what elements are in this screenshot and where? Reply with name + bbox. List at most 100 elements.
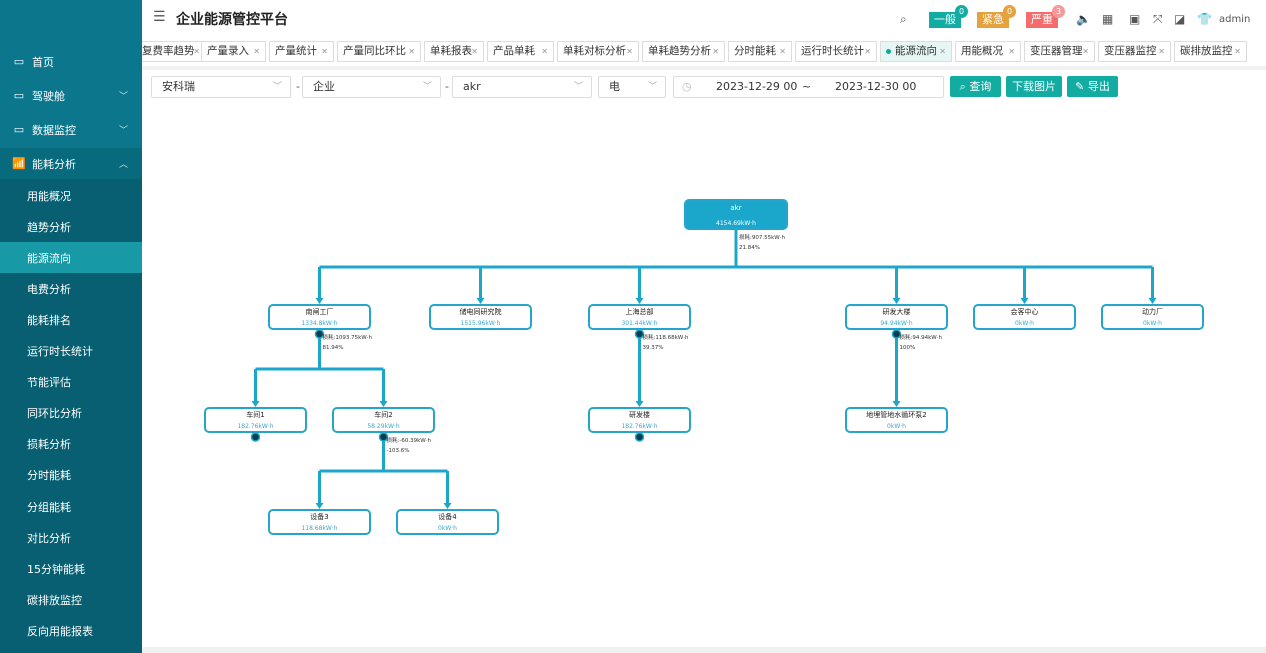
close-icon[interactable]: ✕ [939,47,946,56]
expand-dot[interactable] [634,329,645,339]
submenu-item[interactable]: 趋势分析 [0,211,142,243]
submenu-item[interactable]: 对比分析 [0,522,142,554]
close-icon[interactable]: ✕ [193,47,200,56]
menu-data-monitor[interactable]: ▭数据监控﹀ [0,114,142,145]
submenu-item[interactable]: 运行时长统计 [0,335,142,367]
tab[interactable]: 分时能耗✕ [728,41,792,62]
close-icon[interactable]: ✕ [471,47,478,56]
close-icon[interactable]: ✕ [626,47,633,56]
screen-icon[interactable]: ▣ [1129,12,1141,26]
close-icon[interactable]: ✕ [779,47,786,56]
expand-dot[interactable] [634,432,645,442]
end-date[interactable]: 2023-12-30 00 [835,80,917,93]
download-image-button[interactable]: 下载图片 [1006,76,1062,97]
user-name[interactable]: admin [1219,14,1251,25]
search-icon[interactable]: ⌕ [900,12,907,26]
energy-select[interactable]: 电﹀ [598,76,666,98]
button-label: 查询 [969,80,992,93]
close-icon[interactable]: ✕ [1158,47,1165,56]
tab[interactable]: 产品单耗✕ [487,41,554,62]
submenu-item[interactable]: 反向用能报表 [0,615,142,647]
menu-toggle-icon[interactable]: ☰ [153,9,166,25]
qrcode-icon[interactable]: ▦ [1102,12,1114,26]
fullscreen-icon[interactable]: ⤧ [1153,12,1163,26]
submenu-item[interactable]: 能耗排名 [0,304,142,336]
tab[interactable]: 用能概况✕ [955,41,1021,62]
expand-dot[interactable] [891,329,902,339]
separator: - [296,80,300,93]
submenu-item[interactable]: 15分钟能耗 [0,553,142,585]
tab[interactable]: 复费率趋势✕ [142,41,206,62]
submenu-item[interactable]: 碳排放监控 [0,584,142,616]
object-select[interactable]: akr﹀ [452,76,592,98]
tab[interactable]: 变压器监控✕ [1098,41,1171,62]
submenu-item[interactable]: 节能评估 [0,366,142,398]
arrow-head [635,298,644,304]
close-icon[interactable]: ✕ [253,47,260,56]
type-select[interactable]: 企业﹀ [302,76,441,98]
tab[interactable]: 产量统计✕ [269,41,334,62]
start-date[interactable]: 2023-12-29 00 [716,80,798,93]
menu-cockpit[interactable]: ▭驾驶舱﹀ [0,80,142,111]
close-icon[interactable]: ✕ [712,47,719,56]
node-value: 0kW·h [887,423,906,430]
expand-dot[interactable] [378,432,389,442]
close-icon[interactable]: ✕ [541,47,548,56]
tab[interactable]: 变压器管理✕ [1024,41,1095,62]
tab[interactable]: 产量同比环比✕ [337,41,421,62]
tab[interactable]: 单耗趋势分析✕ [642,41,725,62]
menu-home[interactable]: ▭首页 [0,46,142,77]
close-icon[interactable]: ✕ [864,47,871,56]
submenu-item[interactable]: 同环比分析 [0,397,142,429]
close-icon[interactable]: ✕ [321,47,328,56]
tab[interactable]: 能源流向✕ [880,41,952,62]
translate-icon[interactable]: ◪ [1174,12,1186,26]
query-button[interactable]: ⌕ 查询 [950,76,1001,97]
export-button[interactable]: ✎ 导出 [1067,76,1118,97]
expand-dot[interactable] [314,329,325,339]
button-label: 导出 [1087,80,1110,93]
separator: - [445,80,449,93]
close-icon[interactable]: ✕ [1008,47,1015,56]
tab-label: 碳排放监控 [1180,45,1233,57]
node-value: 118.68kW·h [301,525,338,532]
close-icon[interactable]: ✕ [408,47,415,56]
close-icon[interactable]: ✕ [1082,47,1089,56]
tab[interactable]: 运行时长统计✕ [795,41,877,62]
close-icon[interactable]: ✕ [1234,47,1241,56]
tab[interactable]: 单耗报表✕ [424,41,484,62]
mute-icon[interactable]: 🔈 [1076,12,1091,26]
theme-shirt-icon[interactable]: 👕 [1197,12,1212,26]
tab[interactable]: 产量录入✕ [201,41,266,62]
tab[interactable]: 单耗对标分析✕ [557,41,639,62]
menu-energy-analysis[interactable]: 📶能耗分析︿ [0,148,142,179]
submenu-item[interactable]: 损耗分析 [0,428,142,460]
submenu-item[interactable]: 分组能耗 [0,491,142,522]
submenu-item[interactable]: 分时能耗 [0,459,142,491]
tab[interactable]: 碳排放监控✕ [1174,41,1247,62]
arrow-head [1148,298,1157,304]
submenu-item[interactable]: 能源流向 [0,242,142,274]
company-select[interactable]: 安科瑞﹀ [151,76,291,98]
submenu-item[interactable]: 电费分析 [0,273,142,305]
expand-dot[interactable] [250,432,261,442]
date-range-picker[interactable]: ◷2023-12-29 00~2023-12-30 00 [673,76,944,98]
submenu-item[interactable]: 用能概况 [0,180,142,211]
